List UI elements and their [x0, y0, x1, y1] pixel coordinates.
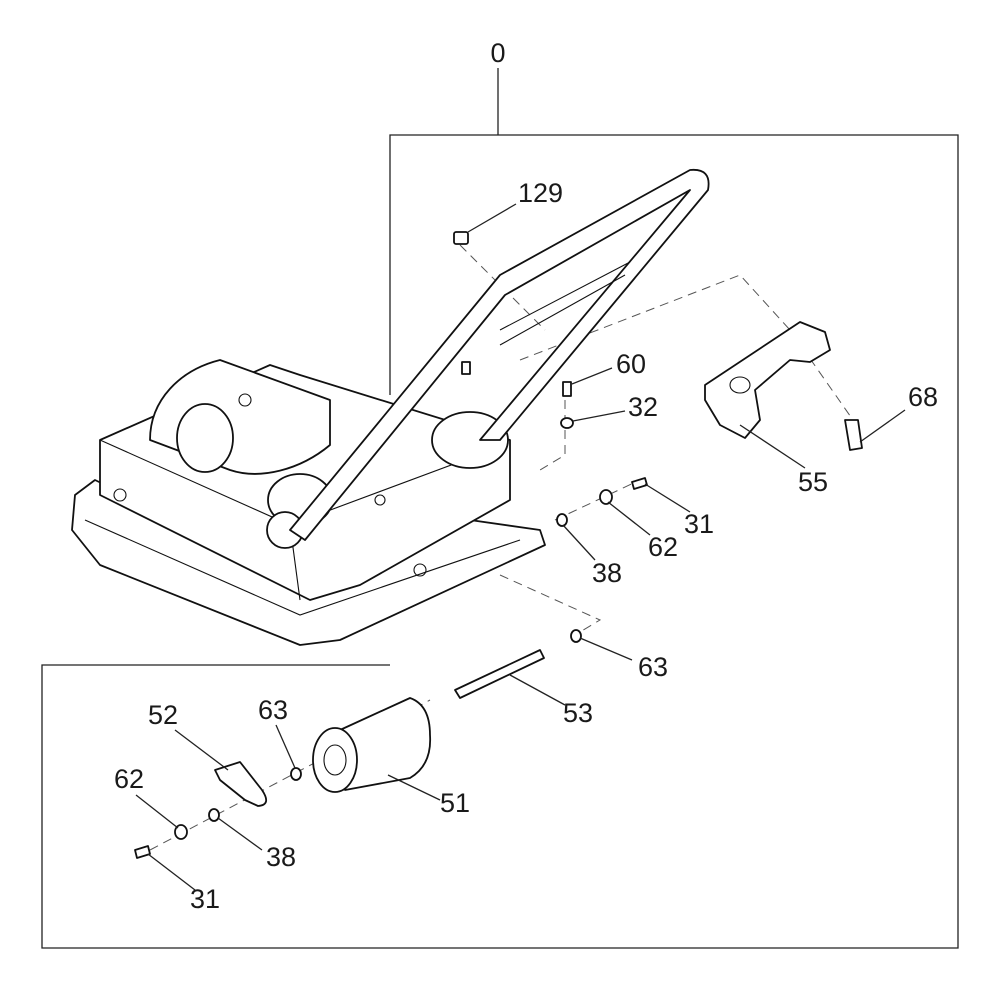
- washer-62-left: [174, 824, 188, 840]
- wheel-51: [339, 697, 432, 791]
- ring-63-right: [570, 629, 582, 643]
- callout-labels: 0 129 60 32 68 55 31 62 38 63 53 52 63 5…: [114, 38, 938, 914]
- washer-38-left: [208, 808, 220, 822]
- plate-compactor-body: [71, 359, 546, 646]
- callout-55: 55: [798, 467, 828, 497]
- bolt-60: [562, 381, 572, 397]
- screw-31-right: [631, 477, 648, 490]
- washer-62-right: [599, 489, 613, 505]
- callout-53: 53: [563, 698, 593, 728]
- callout-63: 63: [638, 652, 668, 682]
- nut-129: [453, 231, 469, 245]
- bracket-52: [214, 761, 268, 807]
- axle-53: [454, 649, 545, 699]
- leader-lines: [135, 203, 906, 891]
- pin-68: [844, 419, 863, 451]
- callout-68: 68: [908, 382, 938, 412]
- callout-38-left: 38: [266, 842, 296, 872]
- callout-52: 52: [148, 700, 178, 730]
- callout-62-left: 62: [114, 764, 144, 794]
- callout-62: 62: [648, 532, 678, 562]
- washer-38-right: [556, 513, 568, 527]
- callout-63-left: 63: [258, 695, 288, 725]
- screw-31-left: [134, 845, 151, 859]
- callout-0: 0: [490, 38, 505, 68]
- callout-51: 51: [440, 788, 470, 818]
- callout-38: 38: [592, 558, 622, 588]
- callout-32: 32: [628, 392, 658, 422]
- callout-31: 31: [684, 509, 714, 539]
- guide-handle: [289, 168, 710, 541]
- assembly-frame: [41, 68, 959, 949]
- small-parts: [134, 231, 863, 859]
- hook-bracket-55: [704, 321, 831, 439]
- ring-63-left: [290, 767, 302, 781]
- callout-129: 129: [518, 178, 563, 208]
- washer-32: [560, 417, 574, 429]
- callout-31-left: 31: [190, 884, 220, 914]
- callout-60: 60: [616, 349, 646, 379]
